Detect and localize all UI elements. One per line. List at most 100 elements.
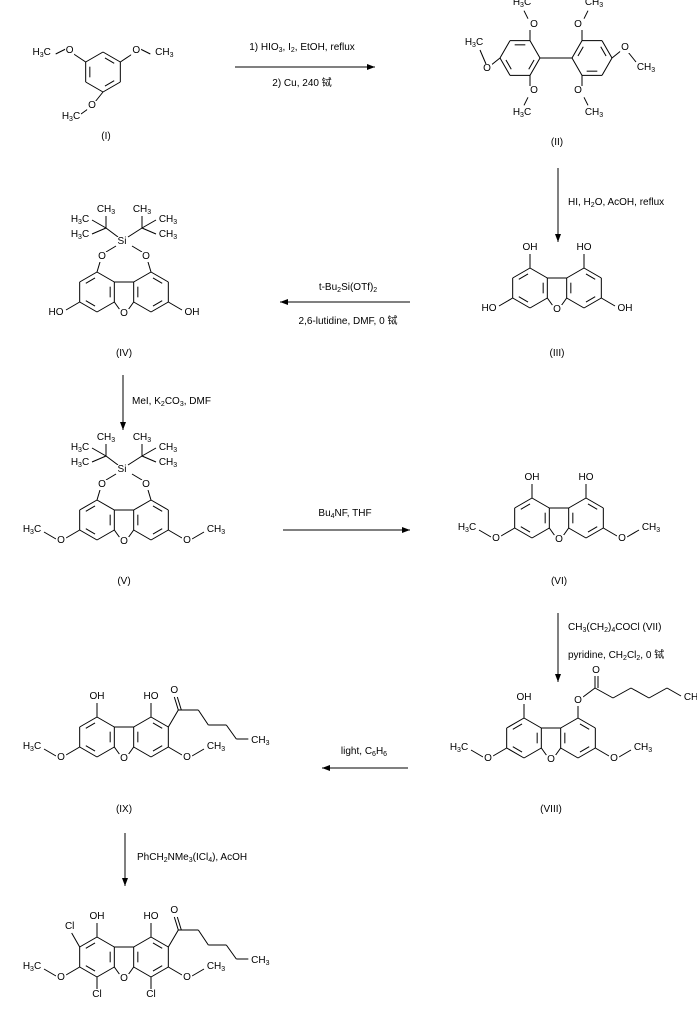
atom-label-oh: OH bbox=[515, 692, 533, 703]
atom-label-ch3: CH3 bbox=[635, 62, 657, 74]
double-bond bbox=[520, 526, 531, 533]
atom-label-ch3: CH3 bbox=[250, 955, 271, 967]
double-bond bbox=[528, 59, 535, 70]
arrowhead-icon bbox=[555, 674, 561, 682]
ring-bond bbox=[531, 527, 550, 539]
bond bbox=[603, 527, 618, 537]
ring-bond bbox=[571, 40, 583, 59]
ring-bond bbox=[96, 936, 115, 948]
ring-bond bbox=[96, 499, 115, 511]
atom-label-ch3: CH3 bbox=[632, 742, 654, 754]
reagent-step1-line2: 2) Cu, 240 铽 bbox=[272, 78, 332, 89]
bond bbox=[173, 696, 179, 711]
bond bbox=[140, 48, 151, 55]
ring-bond bbox=[585, 527, 604, 539]
atom-label-oh: OH bbox=[523, 472, 541, 483]
atom-label-ch3: CH3 bbox=[157, 457, 179, 469]
ring-bond bbox=[96, 529, 115, 541]
atom-label-o: O bbox=[573, 85, 583, 97]
ring-bond bbox=[583, 297, 602, 309]
atom-label-o: O bbox=[482, 63, 492, 74]
ring-bond bbox=[529, 57, 541, 76]
double-bond bbox=[85, 505, 96, 512]
ring-bond bbox=[133, 301, 152, 313]
bond bbox=[65, 966, 80, 976]
atom-label-ch3: CH3 bbox=[95, 204, 117, 216]
atom-label-ch3: CH3 bbox=[205, 524, 227, 536]
reagent-step5: Bu4NF, THF bbox=[318, 508, 372, 521]
bond bbox=[55, 48, 66, 55]
atom-label-ho: HO bbox=[142, 691, 160, 702]
bond bbox=[479, 49, 487, 65]
ring-bond bbox=[583, 267, 602, 279]
atom-label-cl: Cl bbox=[145, 989, 157, 1000]
atom-label-ch3: CH3 bbox=[157, 214, 179, 226]
double-bond bbox=[85, 300, 96, 307]
bond bbox=[191, 531, 205, 540]
ring-bond bbox=[85, 51, 104, 63]
atom-label-h3c: H3C bbox=[31, 47, 52, 59]
ring-bond bbox=[529, 267, 548, 279]
ring-bond bbox=[102, 51, 121, 63]
atom-label-ch3: CH3 bbox=[131, 432, 153, 444]
double-bond bbox=[520, 503, 531, 510]
ring-bond bbox=[133, 529, 152, 541]
double-bond bbox=[152, 722, 163, 729]
bond bbox=[105, 227, 119, 238]
bond bbox=[191, 968, 205, 977]
bond bbox=[91, 455, 107, 463]
bond bbox=[498, 297, 513, 307]
double-bond bbox=[579, 746, 590, 753]
double-bond bbox=[587, 526, 598, 533]
ring-bond bbox=[133, 966, 152, 978]
bond bbox=[627, 51, 637, 63]
ring-bond bbox=[150, 301, 169, 313]
atom-label-o: O bbox=[97, 479, 107, 490]
ring-bond bbox=[133, 746, 152, 758]
ring-bond bbox=[133, 716, 152, 728]
atom-label-o: O bbox=[131, 45, 142, 56]
ring-bond bbox=[79, 716, 98, 728]
ring-bond bbox=[568, 527, 587, 539]
atom-label-o: O bbox=[97, 251, 107, 262]
ring-bond bbox=[601, 40, 613, 59]
ring-bond bbox=[531, 497, 550, 509]
bond bbox=[540, 747, 548, 757]
atom-label-h3c: H3C bbox=[69, 214, 91, 226]
ring-bond bbox=[79, 966, 98, 978]
atom-label-h3c: H3C bbox=[69, 442, 91, 454]
bond bbox=[113, 746, 121, 756]
bond bbox=[583, 97, 589, 106]
double-bond bbox=[152, 505, 163, 512]
bond bbox=[141, 219, 157, 229]
ring-bond bbox=[568, 497, 587, 509]
bond bbox=[168, 529, 183, 539]
ring-bond bbox=[506, 747, 525, 759]
atom-label-si: Si bbox=[116, 236, 128, 247]
bond bbox=[73, 53, 86, 63]
arrowhead-icon bbox=[120, 422, 126, 430]
ring-bond bbox=[96, 716, 115, 728]
bond bbox=[94, 91, 104, 103]
atom-label-o: O bbox=[609, 753, 619, 764]
double-bond bbox=[518, 296, 529, 303]
bond bbox=[96, 489, 101, 501]
bond bbox=[105, 455, 119, 466]
double-bond bbox=[85, 745, 96, 752]
ring-bond bbox=[512, 267, 531, 279]
double-bond bbox=[152, 745, 163, 752]
bond bbox=[478, 529, 492, 538]
ring-bond bbox=[560, 717, 579, 729]
atom-label-o: O bbox=[591, 665, 601, 676]
ring-bond bbox=[529, 297, 548, 309]
ring-bond bbox=[150, 716, 169, 728]
ring-bond bbox=[133, 271, 152, 283]
compound-label-II: (II) bbox=[550, 137, 564, 148]
ring-bond bbox=[79, 529, 98, 541]
bond bbox=[127, 746, 135, 756]
compound-label-III: (III) bbox=[549, 348, 565, 359]
bond bbox=[167, 929, 179, 948]
ring-bond bbox=[585, 497, 604, 509]
chain-bond bbox=[197, 709, 209, 726]
bond bbox=[173, 916, 179, 931]
